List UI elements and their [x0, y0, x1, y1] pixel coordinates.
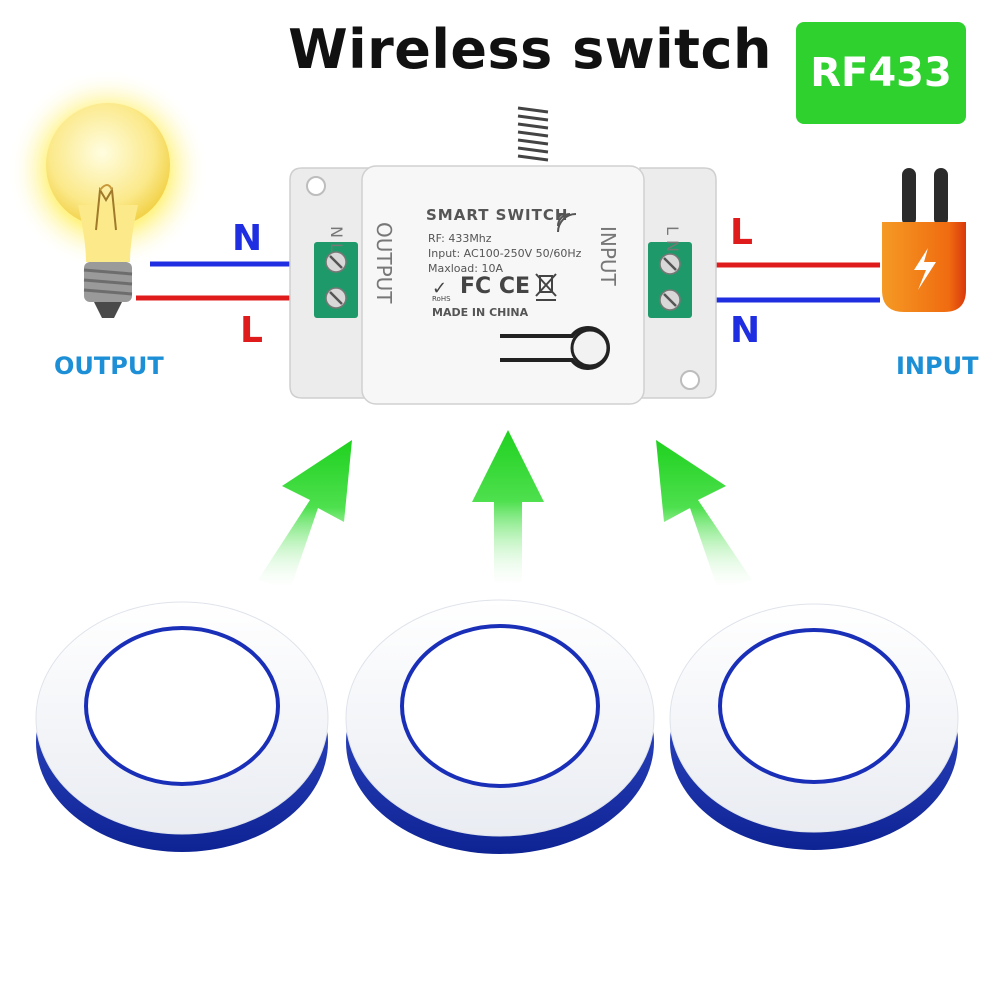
output-terminal-labels: N L — [327, 226, 346, 252]
switch-rf-text: RF: 433Mhz — [428, 232, 492, 245]
output-top-wire-label: N — [232, 218, 263, 259]
round-remote-button-icon[interactable] — [669, 603, 959, 850]
input-top-wire-label: L — [730, 212, 753, 253]
rohs-check-icon: ✓ — [432, 278, 448, 299]
input-bottom-wire-label: N — [730, 310, 761, 351]
round-remote-button-icon[interactable] — [345, 599, 655, 854]
light-bulb-icon — [8, 70, 208, 318]
output-label: OUTPUT — [54, 352, 164, 380]
output-port-label: OUTPUT — [372, 222, 396, 304]
input-port-label: INPUT — [596, 226, 620, 286]
made-in-text: MADE IN CHINA — [432, 306, 529, 319]
input-label: INPUT — [896, 352, 979, 380]
output-bottom-wire-label: L — [240, 310, 263, 351]
switch-module — [289, 100, 717, 405]
input-wires — [705, 262, 880, 303]
switch-input-text: Input: AC100-250V 50/60Hz — [428, 247, 582, 260]
rf433-badge: RF433 — [796, 22, 966, 124]
arrow-up-icon — [656, 440, 752, 590]
switch-brand-text: SMART SWITCH — [426, 206, 569, 224]
arrow-up-icon — [258, 440, 352, 590]
switch-maxload-text: Maxload: 10A — [428, 262, 503, 275]
power-plug-icon — [882, 168, 966, 312]
page-title: Wireless switch — [288, 18, 772, 81]
antenna-icon — [516, 100, 550, 170]
output-wires — [136, 261, 300, 301]
weee-bin-icon — [535, 273, 557, 301]
wifi-signal-icon — [557, 213, 577, 233]
round-remote-button-icon[interactable] — [35, 601, 329, 852]
input-terminal-labels: L N — [663, 226, 682, 252]
rohs-text: RoHS — [432, 295, 451, 303]
certification-marks: FC CE — [460, 274, 531, 299]
arrow-up-icon — [472, 430, 544, 588]
